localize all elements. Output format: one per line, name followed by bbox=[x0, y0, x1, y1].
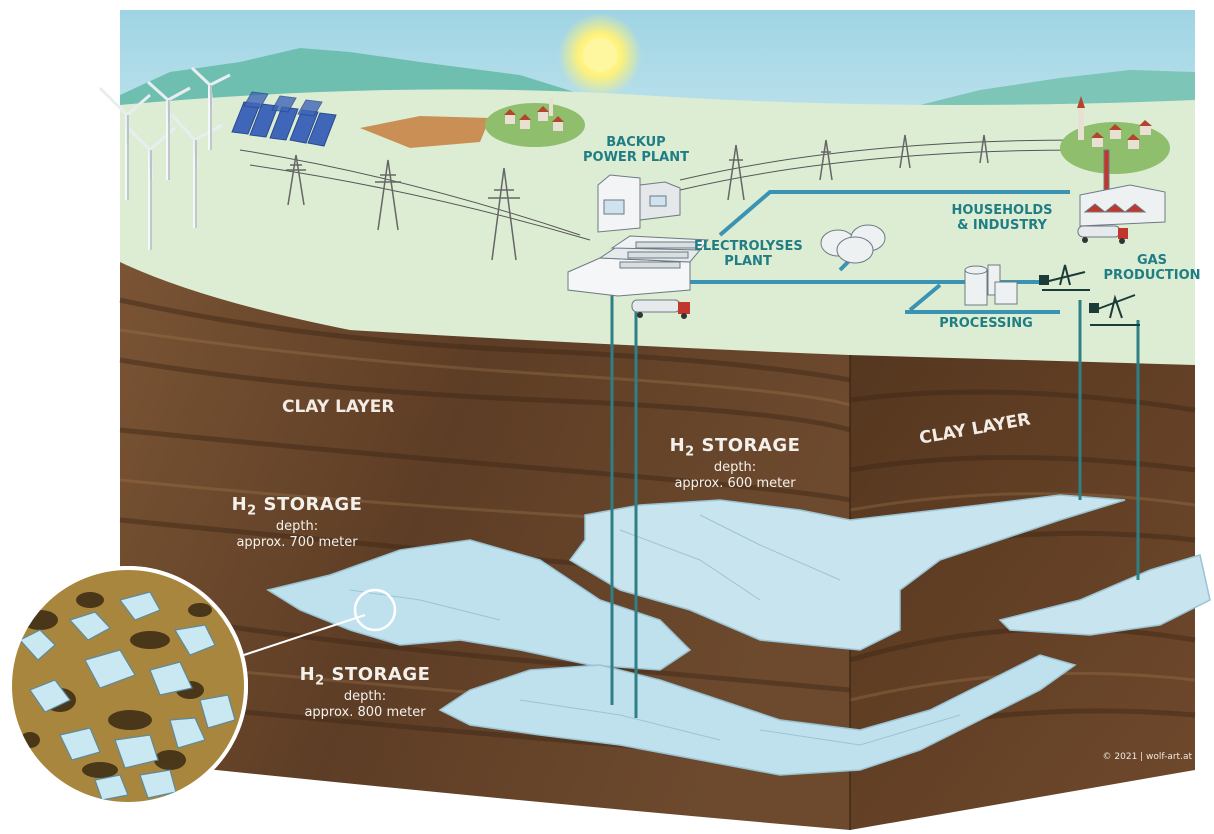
magnifier-lens bbox=[8, 566, 397, 806]
label-backup-power-plant: BACKUP POWER PLANT bbox=[580, 135, 692, 166]
label-electrolyses-line-1: ELECTROLYSES bbox=[694, 239, 803, 254]
storage-depth-700: approx. 700 meter bbox=[236, 534, 358, 550]
storage-label-700: H2 STORAGE depth: approx. 700 meter bbox=[222, 494, 372, 551]
storage-depth-label-800: depth: bbox=[343, 688, 387, 704]
label-clay-layer-left: CLAY LAYER bbox=[282, 397, 395, 417]
storage-lenses bbox=[266, 494, 1211, 776]
label-backup-line-2: POWER PLANT bbox=[583, 149, 689, 165]
label-households-industry: HOUSEHOLDS & INDUSTRY bbox=[946, 203, 1058, 234]
electrolyses-plant-icon bbox=[567, 235, 709, 297]
storage-depth-label-700: depth: bbox=[275, 518, 319, 534]
label-households-line-2: & INDUSTRY bbox=[957, 217, 1047, 233]
storage-label-600: H2 STORAGE depth: approx. 600 meter bbox=[660, 435, 810, 492]
label-gas-production: GAS PRODUCTION bbox=[1102, 253, 1202, 284]
tanker-truck-icon-2 bbox=[1077, 225, 1128, 244]
storage-depth-800: approx. 800 meter bbox=[304, 704, 426, 720]
storage-600-right bbox=[998, 554, 1211, 636]
magnifier-target bbox=[353, 588, 397, 632]
wind-turbine-icons bbox=[98, 66, 231, 250]
storage-title-700: H2 STORAGE bbox=[231, 494, 363, 519]
tanker-truck-icon bbox=[631, 299, 690, 319]
pumpjack-icons bbox=[1039, 264, 1140, 326]
processing-plant-icon bbox=[964, 264, 1018, 306]
storage-700 bbox=[266, 539, 692, 671]
storage-title-800: H2 STORAGE bbox=[299, 664, 431, 689]
copyright-text: © 2021 | wolf-art.at bbox=[1102, 752, 1192, 762]
label-electrolyses-plant: ELECTROLYSES PLANT bbox=[694, 239, 803, 270]
label-households-line-1: HOUSEHOLDS bbox=[951, 203, 1053, 218]
storage-title-600: H2 STORAGE bbox=[669, 435, 801, 460]
backup-power-plant-icon bbox=[597, 174, 681, 233]
power-lines bbox=[239, 139, 1081, 241]
solar-panel-icons bbox=[231, 91, 337, 147]
field bbox=[360, 116, 490, 148]
storage-600 bbox=[568, 494, 1126, 651]
storage-label-800: H2 STORAGE depth: approx. 800 meter bbox=[290, 664, 440, 721]
wells bbox=[610, 290, 1140, 718]
industry-building-icon bbox=[1079, 149, 1166, 227]
label-electrolyses-line-2: PLANT bbox=[724, 253, 772, 269]
label-gas-line-1: GAS bbox=[1136, 253, 1168, 268]
pylon-icons bbox=[286, 134, 989, 261]
village-right-icon bbox=[1060, 96, 1170, 174]
storage-depth-label-600: depth: bbox=[713, 459, 757, 475]
label-processing: PROCESSING bbox=[939, 316, 1033, 331]
village-left-icon bbox=[485, 98, 585, 147]
gas-tank-icon bbox=[820, 224, 886, 264]
label-backup-line-1: BACKUP bbox=[606, 135, 666, 150]
storage-depth-600: approx. 600 meter bbox=[674, 475, 796, 491]
label-gas-line-2: PRODUCTION bbox=[1103, 267, 1201, 283]
storage-800 bbox=[438, 654, 1077, 776]
